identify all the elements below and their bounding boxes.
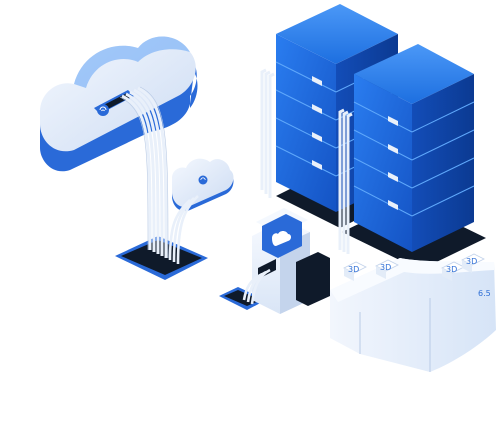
chip-label: 3D (446, 265, 457, 274)
cable-bundle-left-outline (119, 86, 169, 259)
floor-pad-left (115, 236, 208, 280)
cable-kiosk (242, 268, 271, 305)
small-cloud (172, 158, 234, 212)
chip-label: 3D (380, 263, 391, 272)
kiosk-device (252, 208, 330, 314)
chip-4: 3D (461, 253, 485, 273)
chip-1: 3D (343, 261, 367, 281)
server-rack-front (342, 44, 486, 270)
cloud-icon (272, 231, 291, 246)
chip-label: 3D (348, 265, 359, 274)
wifi-icon (97, 104, 109, 116)
large-cloud (40, 36, 198, 172)
chip-label: 3D (466, 257, 477, 266)
device-label: 6.5 (478, 289, 491, 298)
cable-bundle-left (121, 86, 168, 259)
chip-2: 3D (375, 259, 399, 279)
cable-bundle-rack-back (260, 68, 275, 198)
cable-bundle-small-cloud (168, 195, 199, 265)
curved-panel: 3D 3D 3D 3D 6.5 (330, 253, 496, 372)
wifi-icon (198, 175, 208, 185)
cable-bundle-rack-front (338, 108, 353, 254)
